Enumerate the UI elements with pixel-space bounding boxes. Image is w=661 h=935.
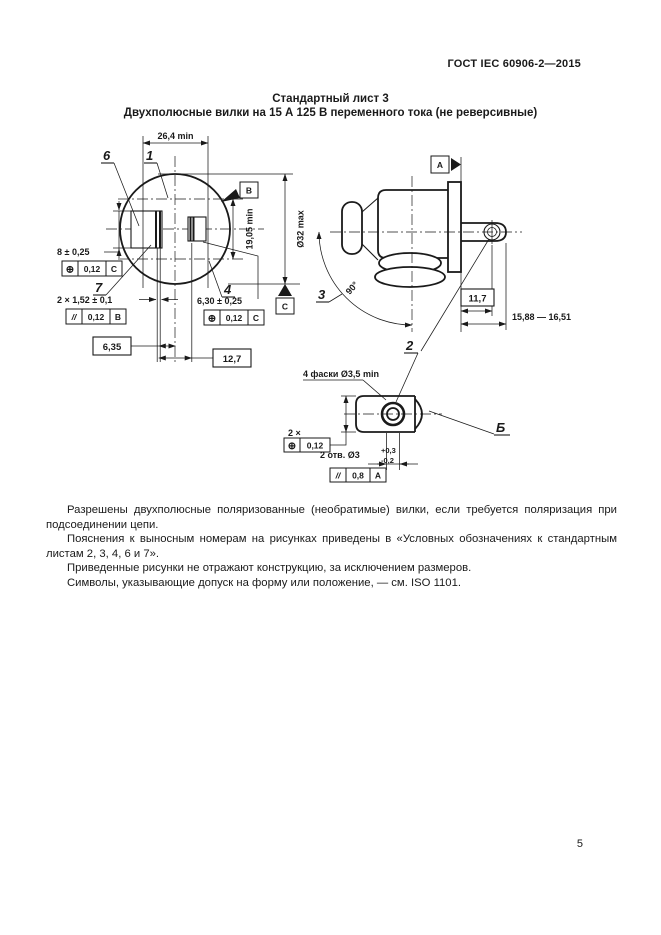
dim-holes: 2 отв. Ø3	[320, 450, 360, 460]
note-paragraph: Пояснения к выносным номерам на рисунках…	[46, 533, 617, 560]
svg-text:Б: Б	[496, 420, 505, 435]
datum-c-label: C	[282, 302, 288, 312]
qty-label: 2 ×	[288, 428, 301, 438]
gdt-sym: ⊕	[288, 441, 296, 452]
gdt-val: 0,12	[307, 441, 324, 451]
datum-a-flag: A	[430, 155, 461, 174]
page-number: 5	[576, 838, 583, 850]
dim-thickness: 2 × 1,52 ± 0,1	[57, 295, 112, 305]
cord-grip	[341, 201, 363, 255]
svg-text:2: 2	[405, 338, 414, 353]
gdt-frame-detail-parallel: // 0,8 A	[329, 467, 387, 483]
balloon-3: 3	[316, 287, 343, 303]
gdt-datum: C	[253, 313, 259, 323]
balloon-6: 6	[101, 148, 140, 227]
balloon-2: 2	[395, 238, 490, 403]
balloon-1: 1	[144, 148, 169, 199]
sheet-title-line1: Стандартный лист 3	[272, 93, 389, 105]
gdt-sym: ⊕	[208, 314, 216, 325]
dim-width: 26,4 min	[157, 131, 193, 141]
view-label-b: Б	[428, 410, 510, 436]
gdt-datum: B	[115, 312, 121, 322]
neutral-pin	[130, 210, 163, 249]
dim-angle: 90°	[344, 279, 361, 296]
dim-pin-length: 15,88 — 16,51	[512, 312, 571, 322]
gdt-val: 0,12	[88, 312, 105, 322]
plug-body	[377, 189, 448, 259]
boxed-dim-half-pitch	[92, 336, 132, 356]
svg-text:4: 4	[223, 282, 232, 297]
dim-hole-offset: 11,7	[469, 294, 487, 305]
dim-pin-span: 19,05 min	[245, 208, 255, 249]
dim-neutral-width: 8 ± 0,25	[57, 247, 89, 257]
dim-holes-upper: +0,3	[381, 446, 396, 455]
gdt-val: 0,12	[84, 264, 101, 274]
datum-c-flag: C	[275, 284, 295, 315]
gdt-frame-live: ⊕ 0,12 C	[203, 309, 265, 326]
notes-block: Разрешены двухполюсные поляризованные (н…	[46, 503, 617, 591]
front-view: 26,4 min 19,05 min Ø32 max B C	[57, 131, 306, 368]
detail-view: 4 фаски Ø3,5 min 2 × ⊕ 0,12 2 отв. Ø3 +0…	[283, 369, 510, 483]
note-paragraph: Приведенные рисунки не отражают конструк…	[67, 562, 472, 575]
gdt-sym: ⊕	[66, 265, 74, 276]
dim-diameter: Ø32 max	[296, 210, 306, 248]
gdt-frame-thickness: // 0,12 B	[65, 308, 127, 325]
boxed-dim-pitch	[212, 348, 252, 368]
pin-detail	[355, 395, 415, 433]
gdt-datum: A	[375, 471, 381, 481]
svg-text:3: 3	[318, 287, 326, 302]
gdt-datum: C	[111, 264, 117, 274]
balloon-4: 4	[208, 260, 235, 298]
datum-b-flag: B	[221, 181, 259, 202]
gdt-frame-neutral: ⊕ 0,12 C	[61, 260, 123, 277]
live-pin	[187, 216, 207, 242]
gdt-val: 0,8	[352, 471, 364, 481]
gdt-val: 0,12	[226, 313, 243, 323]
datum-a-label: A	[437, 160, 443, 170]
gdt-frame-detail-position: ⊕ 0,12	[283, 437, 331, 453]
sheet-title-line2: Двухполюсные вилки на 15 А 125 В перемен…	[123, 107, 538, 119]
balloon-7: 7	[93, 244, 152, 296]
svg-text:7: 7	[95, 280, 103, 295]
dim-live-width: 6,30 ± 0,25	[197, 296, 242, 306]
document-code: ГОСТ IEC 60906-2—2015	[447, 58, 581, 70]
note-paragraph: Символы, указывающие допуск на форму или…	[67, 576, 462, 589]
dim-pitch: 12,7	[223, 354, 242, 365]
plug-face-flange	[447, 181, 462, 273]
technical-drawing: 26,4 min 19,05 min Ø32 max B C	[57, 131, 571, 483]
gdt-sym: //	[335, 471, 342, 481]
note-paragraph: Разрешены двухполюсные поляризованные (н…	[46, 504, 617, 531]
datum-b-label: B	[246, 186, 252, 196]
side-view: A 90° 3	[316, 155, 571, 403]
svg-text:6: 6	[103, 148, 111, 163]
dim-holes-lower: -0,2	[381, 456, 394, 465]
note-chamfers: 4 фаски Ø3,5 min	[303, 369, 379, 379]
sheet-title: Стандартный лист 3 Двухполюсные вилки на…	[0, 92, 661, 120]
svg-text:1: 1	[146, 148, 153, 163]
gdt-sym: //	[71, 312, 78, 322]
dim-half-pitch: 6,35	[103, 342, 122, 353]
boxed-dim-hole-offset	[460, 288, 495, 307]
